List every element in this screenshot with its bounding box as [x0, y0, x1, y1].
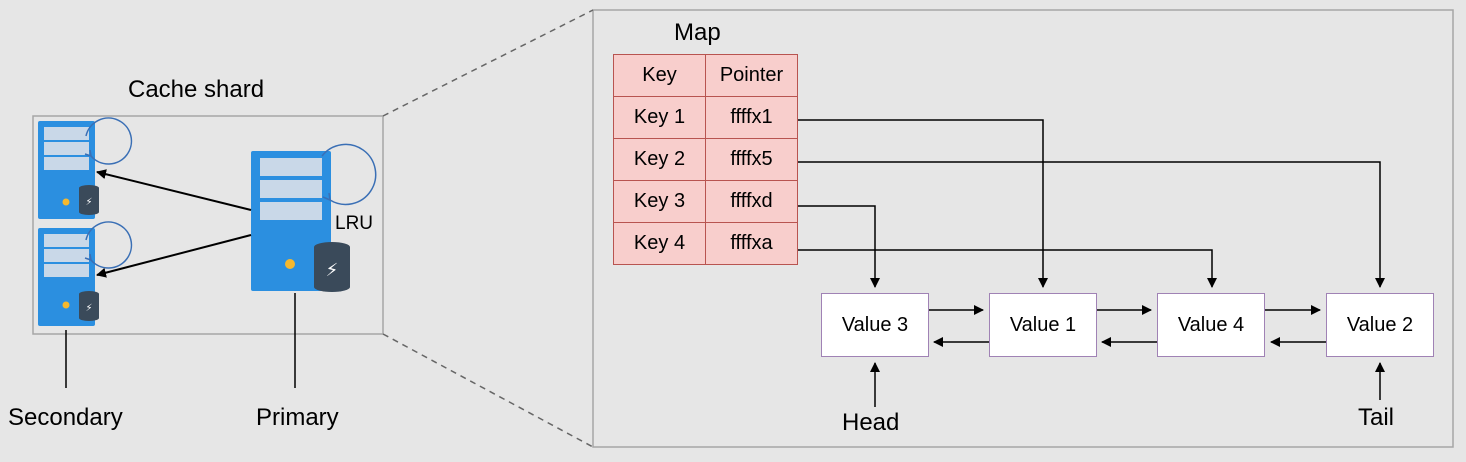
pointer-edge-key4: [797, 249, 1217, 288]
pointer-edge-key1: [797, 119, 1048, 288]
value-node: Value 2: [1326, 293, 1434, 357]
cache-shard-title: Cache shard: [128, 76, 265, 103]
value-node: Value 4: [1157, 293, 1265, 357]
zoom-line-top: [382, 9, 594, 117]
head-label: Head: [842, 409, 900, 436]
map-pointer-cell: ffffxa: [705, 222, 798, 265]
pointer-edge-key2: [797, 161, 1385, 288]
map-row: Key 2 ffffx5: [613, 138, 798, 181]
map-row: Key 1 ffffx1: [613, 96, 798, 139]
map-key-cell: Key 4: [613, 222, 706, 265]
replication-arrow: [96, 169, 252, 211]
map-table: Key Pointer Key 1 ffffx1 Key 2 ffffx5 Ke…: [613, 54, 798, 265]
lru-label: LRU: [335, 213, 374, 234]
map-header-row: Key Pointer: [613, 54, 798, 97]
zoom-frame: [592, 9, 1454, 448]
map-row: Key 3 ffffxd: [613, 180, 798, 223]
replication-arrow: [96, 234, 252, 278]
secondary-label: Secondary: [8, 404, 123, 431]
secondary-server-icon: ⚡: [38, 117, 133, 219]
map-key-cell: Key 3: [613, 180, 706, 223]
map-header-key: Key: [613, 54, 706, 97]
map-pointer-cell: ffffxd: [705, 180, 798, 223]
svg-text:⚡: ⚡: [85, 197, 92, 208]
svg-text:⚡: ⚡: [326, 260, 339, 281]
cache-shard-frame: [32, 115, 384, 335]
map-key-cell: Key 1: [613, 96, 706, 139]
map-title: Map: [674, 19, 721, 46]
map-pointer-cell: ffffx1: [705, 96, 798, 139]
value-node: Value 1: [989, 293, 1097, 357]
primary-label: Primary: [256, 404, 339, 431]
map-row: Key 4 ffffxa: [613, 222, 798, 265]
map-key-cell: Key 2: [613, 138, 706, 181]
svg-text:⚡: ⚡: [85, 303, 92, 314]
tail-label: Tail: [1358, 404, 1395, 431]
zoom-line-bottom: [382, 333, 594, 448]
pointer-edge-key3: [797, 205, 880, 288]
map-header-pointer: Pointer: [705, 54, 798, 97]
primary-server-icon: ⚡: [251, 143, 377, 292]
map-pointer-cell: ffffx5: [705, 138, 798, 181]
secondary-server-icon: ⚡: [38, 221, 133, 326]
value-node: Value 3: [821, 293, 929, 357]
